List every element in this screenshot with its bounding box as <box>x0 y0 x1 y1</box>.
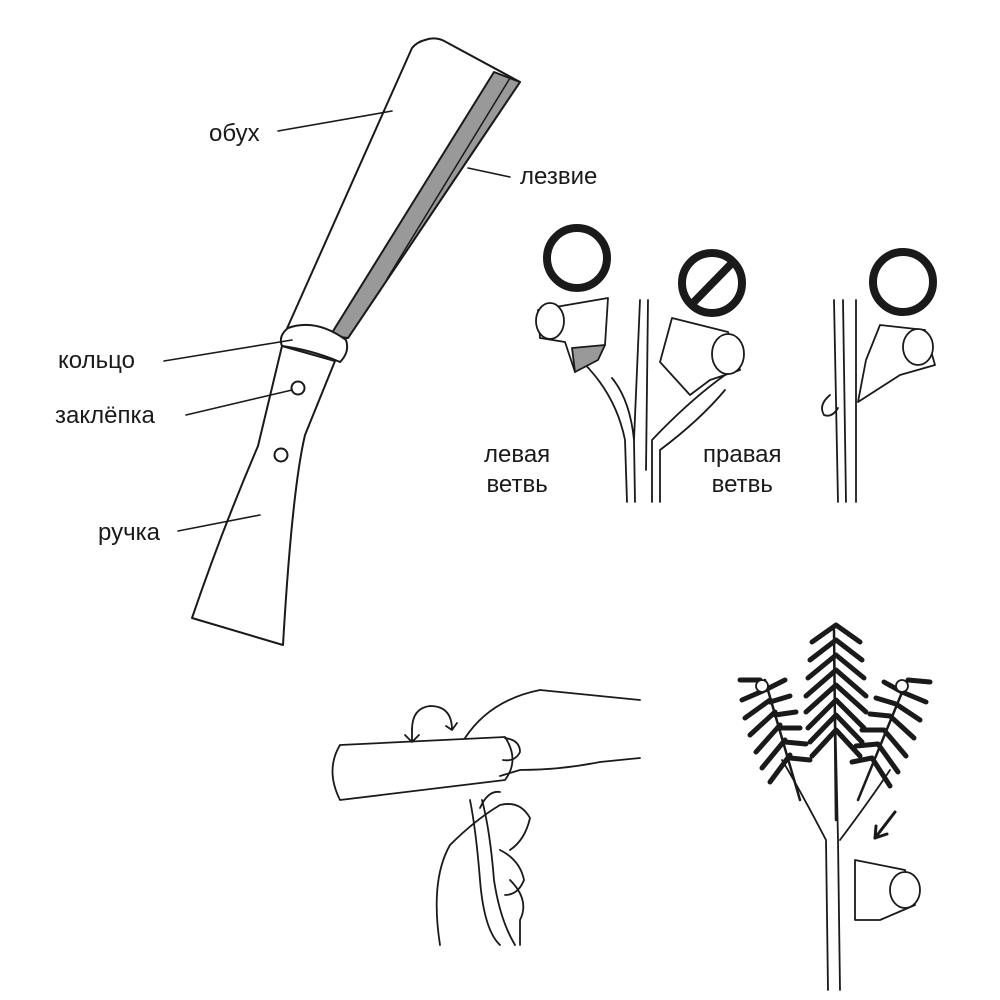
knife-handle <box>191 345 336 646</box>
label-right-branch: правая ветвь <box>703 440 782 500</box>
hands-sharpening-illustration <box>331 689 641 946</box>
rivet-bottom <box>273 447 289 463</box>
branch-diagram-left-right <box>535 297 745 503</box>
label-right-branch-line1: правая <box>703 441 782 468</box>
label-left-branch-line1: левая <box>484 441 551 468</box>
branch-diagram-cut <box>821 299 936 503</box>
knife-illustration <box>191 37 521 646</box>
circle-ok-icon-second <box>869 248 937 316</box>
label-right-branch-line2: ветвь <box>711 471 773 498</box>
label-left-branch: левая ветвь <box>484 440 550 500</box>
rivet-top <box>290 380 306 396</box>
plant-pruning-illustration <box>737 622 933 991</box>
label-spine: обух <box>209 120 260 147</box>
knife-blade-body <box>284 37 521 339</box>
leader-lines <box>163 110 511 532</box>
label-left-branch-line2: ветвь <box>486 471 548 498</box>
prohibited-icon <box>678 249 746 317</box>
label-ring: кольцо <box>58 347 135 374</box>
rotate-arrow-icon <box>411 705 458 731</box>
direction-arrow-icon <box>873 810 897 840</box>
label-handle: ручка <box>98 519 160 546</box>
label-rivet: заклёпка <box>55 402 155 429</box>
circle-ok-icon <box>543 224 611 292</box>
label-blade: лезвие <box>520 163 598 190</box>
knife-ring <box>279 323 349 363</box>
